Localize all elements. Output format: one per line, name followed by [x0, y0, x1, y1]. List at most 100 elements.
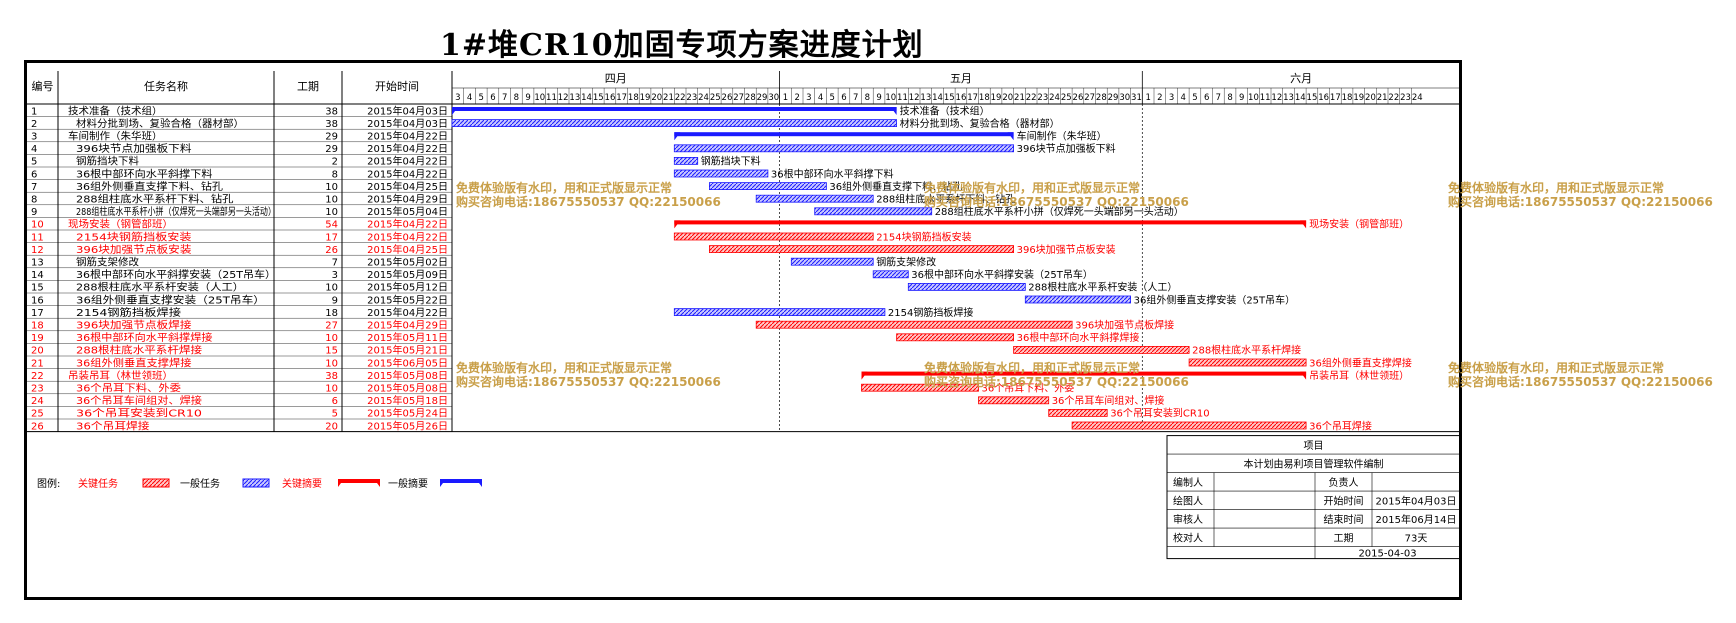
task-no: 24	[31, 396, 44, 407]
day-label: 11	[897, 93, 908, 103]
day-label: 25	[710, 93, 721, 103]
day-label: 10	[534, 93, 545, 103]
task-name: 现场安装（钢管部班）	[68, 218, 173, 231]
task-start: 2015年05月09日	[367, 268, 448, 281]
bar-label: 36个吊耳车间组对、焊接	[1052, 394, 1165, 407]
day-label: 30	[1119, 93, 1130, 103]
task-bar	[1071, 421, 1307, 430]
day-label: 10	[1248, 93, 1259, 103]
bar-label: 吊装吊耳（林世领班）	[1309, 369, 1409, 382]
day-label: 12	[909, 93, 920, 103]
task-start: 2015年05月18日	[367, 394, 448, 407]
day-label: 26	[1073, 93, 1084, 103]
day-label: 4	[467, 93, 472, 103]
task-bar	[709, 245, 1015, 254]
day-label: 17	[1330, 93, 1341, 103]
info-label: 工期	[1334, 533, 1354, 545]
bar-label: 36个吊耳焊接	[1309, 419, 1372, 432]
day-label: 8	[1227, 93, 1232, 103]
task-duration: 5	[332, 409, 338, 420]
task-no: 4	[31, 144, 37, 155]
task-bar	[907, 282, 1026, 291]
task-start: 2015年04月25日	[367, 243, 448, 256]
task-name: 288根柱底水平系杆安装（人工）	[76, 281, 244, 294]
summary-cap	[674, 132, 681, 141]
task-name: 36根中部环向水平斜撑安装（25T吊车）	[76, 268, 276, 281]
day-label: 11	[1260, 93, 1271, 103]
summary-cap	[1300, 371, 1307, 380]
day-label: 7	[502, 93, 507, 103]
task-no: 1	[31, 106, 37, 117]
watermark-text: 购买咨询电话:18675550537 QQ:22150066	[924, 194, 1189, 209]
task-bar	[861, 383, 979, 392]
task-no: 20	[31, 346, 44, 357]
bar-label: 2154块钢筋挡板安装	[876, 230, 971, 243]
task-no: 11	[31, 232, 44, 243]
info-role: 编制人	[1173, 476, 1203, 489]
day-label: 12	[558, 93, 569, 103]
task-start: 2015年04月03日	[367, 117, 448, 130]
task-duration: 38	[325, 106, 338, 117]
day-label: 14	[581, 93, 592, 103]
day-label: 20	[651, 93, 662, 103]
task-start: 2015年04月22日	[367, 306, 448, 319]
task-no: 18	[31, 321, 44, 332]
page-title: 1#堆CR10加固专项方案进度计划	[440, 28, 924, 63]
watermark-text: 购买咨询电话:18675550537 QQ:22150066	[1448, 374, 1713, 389]
month-label: 四月	[605, 72, 627, 85]
watermark-text: 购买咨询电话:18675550537 QQ:22150066	[1448, 194, 1713, 209]
day-label: 28	[745, 93, 756, 103]
day-label: 29	[757, 93, 768, 103]
day-label: 21	[663, 93, 674, 103]
info-value: 73天	[1405, 534, 1428, 545]
task-no: 3	[31, 132, 37, 143]
legend-normal-summary-swatch	[440, 479, 482, 483]
task-start: 2015年05月02日	[367, 256, 448, 269]
task-duration: 38	[325, 371, 338, 382]
header-duration: 工期	[297, 80, 319, 93]
task-duration: 17	[325, 232, 338, 243]
day-label: 28	[1096, 93, 1107, 103]
day-label: 3	[806, 93, 811, 103]
task-no: 10	[31, 220, 44, 231]
bar-label: 288根柱底水平系杆焊接	[1192, 344, 1301, 357]
summary-cap	[452, 107, 458, 115]
legend-critical-task: 关键任务	[78, 477, 118, 490]
task-name: 36个吊耳安装到CR10	[76, 407, 202, 420]
bar-label: 车间制作（朱华班）	[1017, 130, 1107, 143]
day-label: 1	[1145, 93, 1150, 103]
task-no: 13	[31, 258, 44, 269]
legend-critical-task-swatch	[142, 478, 170, 488]
task-bar	[755, 320, 1073, 329]
task-name: 36组外侧垂直支撑安装（25T吊车）	[76, 293, 265, 306]
task-no: 12	[31, 245, 44, 256]
task-name: 吊装吊耳（林世领班）	[68, 369, 173, 382]
day-label: 3	[455, 93, 460, 103]
day-label: 20	[1002, 93, 1013, 103]
day-label: 18	[628, 93, 639, 103]
summary-bar	[861, 371, 1307, 376]
task-bar	[1013, 345, 1190, 354]
bar-label: 396块加强节点板焊接	[1075, 319, 1174, 332]
day-label: 24	[1412, 93, 1423, 103]
bar-label: 36组外侧垂直支撑安装（25T吊车）	[1134, 293, 1296, 306]
task-bar	[673, 156, 699, 165]
task-start: 2015年04月22日	[367, 142, 448, 155]
bar-label: 396块节点加强板下料	[1017, 142, 1116, 155]
watermark-text: 购买咨询电话:18675550537 QQ:22150066	[924, 374, 1189, 389]
watermark-text: 免费体验版有水印，用和正式版显示正常	[1448, 180, 1664, 195]
task-bar	[451, 119, 898, 127]
task-name: 36个吊耳下料、外委	[76, 382, 181, 395]
task-duration: 18	[325, 308, 338, 319]
task-bar	[1024, 295, 1132, 304]
task-start: 2015年04月22日	[367, 218, 448, 231]
task-name: 396块节点加强板下料	[76, 142, 192, 155]
summary-bar	[452, 107, 897, 111]
task-no: 2	[31, 119, 37, 130]
summary-cap	[890, 107, 897, 115]
watermark-text: 免费体验版有水印，用和正式版显示正常	[1448, 360, 1664, 375]
task-no: 22	[31, 371, 44, 382]
task-duration: 10	[325, 333, 338, 344]
day-label: 16	[956, 93, 967, 103]
